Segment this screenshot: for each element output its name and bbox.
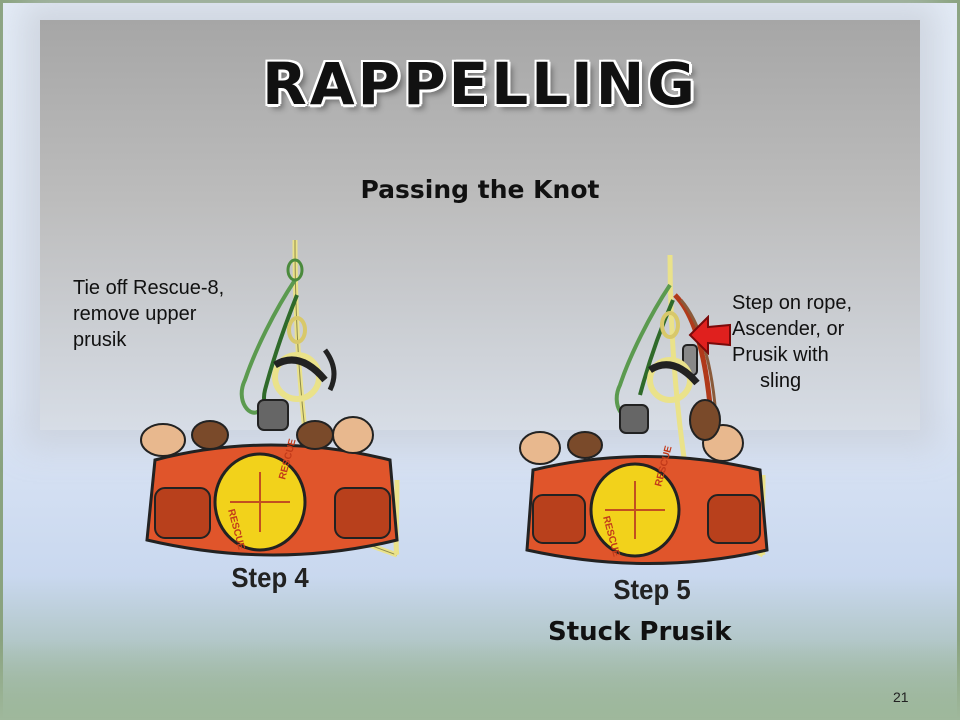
step5-label: Step 5 bbox=[613, 574, 691, 605]
stuck-prusik-caption: Stuck Prusik bbox=[548, 617, 732, 647]
left-instruction: Tie off Rescue-8, remove upper prusik bbox=[73, 275, 293, 353]
slide-title: RAPPELLING bbox=[262, 50, 698, 118]
step5-illustration: RESCUE RESCUE bbox=[519, 255, 769, 565]
left-instruction-line: prusik bbox=[73, 329, 127, 351]
bottom-band bbox=[0, 640, 960, 720]
right-instruction-line: Prusik with bbox=[732, 344, 829, 366]
right-instruction-line: Ascender, or bbox=[732, 318, 845, 340]
step4-illustration: RESCUE RESCUE bbox=[140, 240, 400, 558]
left-instruction-line: remove upper bbox=[73, 303, 197, 325]
right-instruction-line: Step on rope, bbox=[732, 292, 853, 314]
left-instruction-line: Tie off Rescue-8, bbox=[73, 277, 225, 299]
red-arrow-icon bbox=[688, 315, 731, 355]
title-band bbox=[40, 20, 920, 430]
step4-label: Step 4 bbox=[231, 562, 309, 593]
page-number: 21 bbox=[893, 689, 909, 705]
slide-subtitle: Passing the Knot bbox=[360, 175, 600, 204]
right-instruction-line: sling bbox=[760, 370, 802, 392]
right-instruction: Step on rope, Ascender, or Prusik with s… bbox=[732, 290, 932, 394]
